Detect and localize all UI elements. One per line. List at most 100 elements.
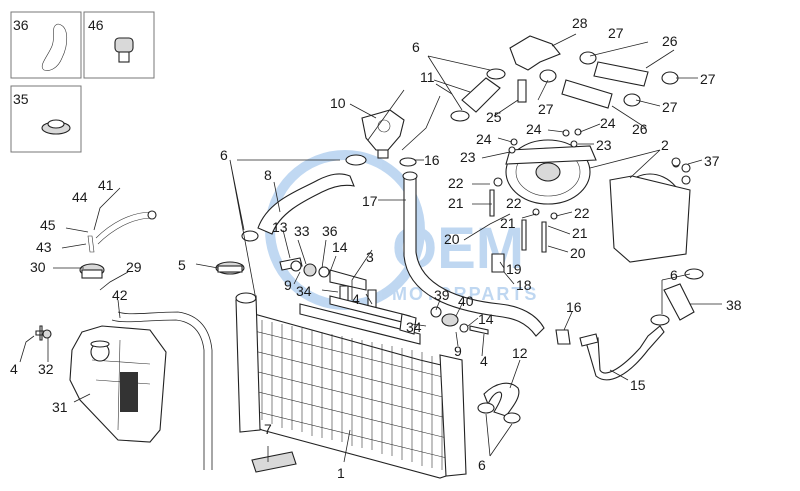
upper-radiator-hose [257, 173, 355, 235]
callout-8: 8 [264, 167, 272, 183]
callout-22-b: 22 [506, 195, 522, 211]
callout-44: 44 [72, 189, 88, 205]
callout-4-c: 4 [480, 353, 488, 369]
upper-hose-assembly [241, 109, 417, 242]
inset-box-36 [10, 11, 82, 79]
water-pipe [585, 325, 665, 381]
bracket [399, 313, 417, 335]
thermostat-housing [361, 109, 405, 151]
hose-clamp [661, 71, 679, 85]
callout-9-b: 9 [454, 343, 462, 359]
upper-hose-26 [593, 61, 649, 87]
hose-clamp [503, 412, 521, 424]
callout-24-c: 24 [600, 115, 616, 131]
hose-clamp [241, 230, 259, 242]
cap-part [114, 37, 134, 53]
small-fasteners [508, 128, 691, 185]
callout-26-b: 26 [632, 121, 648, 137]
callout-10: 10 [330, 95, 346, 111]
tank-label-plate [120, 372, 138, 412]
callout-11: 11 [420, 69, 435, 85]
hose-clamp [650, 314, 670, 326]
callout-6-lower: 6 [478, 457, 486, 473]
top-pipe-assembly [450, 35, 679, 122]
hose-clamp [477, 402, 495, 414]
callout-20-b: 20 [570, 245, 586, 261]
bypass-hose [663, 283, 695, 321]
inset-box-46 [83, 11, 155, 79]
callout-17: 17 [362, 193, 378, 209]
lower-hose-assembly [477, 325, 665, 424]
callout-22: 22 [448, 175, 464, 191]
callout-22-c: 22 [574, 205, 590, 221]
callout-34: 34 [296, 283, 312, 299]
callout-24-b: 24 [476, 131, 492, 147]
callout-38: 38 [726, 297, 742, 313]
hose-clamp [486, 68, 506, 80]
callout-36-fitting: 36 [322, 223, 338, 239]
callout-31: 31 [52, 399, 68, 415]
callout-30: 30 [30, 259, 46, 275]
hose-clamp [684, 268, 704, 280]
callout-40: 40 [458, 293, 474, 309]
callout-16: 16 [424, 152, 440, 168]
bolt [469, 325, 489, 335]
overflow-hose [117, 311, 213, 470]
callout-27-d: 27 [662, 99, 678, 115]
lower-radiator-hose [483, 382, 520, 417]
callout-21: 21 [448, 195, 464, 211]
callout-4-bolt: 4 [352, 291, 360, 307]
washer [459, 323, 469, 333]
lower-hose-26 [561, 79, 613, 109]
expansion-tank-assembly [35, 210, 213, 470]
inset-box-35 [10, 85, 82, 153]
callout-46: 46 [88, 17, 104, 33]
radiator-core [249, 320, 456, 470]
callout-24: 24 [526, 121, 542, 137]
temperature-sensor [517, 79, 527, 103]
callout-6-top: 6 [412, 39, 420, 55]
hose-clamp [539, 69, 557, 83]
callout-27-b: 27 [700, 71, 716, 87]
callout-35: 35 [13, 91, 29, 107]
washer [42, 329, 52, 339]
right-hose-assembly [650, 268, 704, 326]
o-ring [430, 306, 442, 318]
callout-28: 28 [572, 15, 588, 31]
callout-5: 5 [178, 257, 186, 273]
short-hose [461, 77, 501, 113]
callout-19: 19 [506, 261, 522, 277]
callout-23: 23 [460, 149, 476, 165]
callout-3: 3 [366, 249, 374, 265]
callout-32: 32 [38, 361, 54, 377]
breather-hose [95, 211, 153, 245]
callout-21-b: 21 [500, 215, 516, 231]
callout-18: 18 [516, 277, 532, 293]
callout-16-b: 16 [566, 299, 582, 315]
callout-7: 7 [264, 421, 272, 437]
leader-lines [19, 33, 722, 463]
callout-14-b: 14 [478, 311, 494, 327]
callout-45: 45 [40, 217, 56, 233]
hose-sleeve [555, 329, 571, 345]
callout-36: 36 [13, 17, 29, 33]
callout-2: 2 [661, 137, 669, 153]
callout-12: 12 [512, 345, 528, 361]
callout-21-c: 21 [572, 225, 588, 241]
callout-1: 1 [337, 465, 345, 481]
callout-labels: 36 46 35 41 44 45 43 30 29 42 4 32 31 5 … [10, 15, 742, 481]
callout-4: 4 [10, 361, 18, 377]
radiator [215, 261, 467, 479]
callout-23-b: 23 [596, 137, 612, 153]
callout-43: 43 [36, 239, 52, 255]
callout-14: 14 [332, 239, 348, 255]
fittings-right [399, 306, 489, 335]
callout-15: 15 [630, 377, 646, 393]
callout-9: 9 [284, 277, 292, 293]
callout-29: 29 [126, 259, 142, 275]
callout-42: 42 [112, 287, 128, 303]
callout-26: 26 [662, 33, 678, 49]
cooling-fan-left [505, 139, 597, 205]
callout-37: 37 [704, 153, 720, 169]
callout-6-right: 6 [670, 267, 678, 283]
